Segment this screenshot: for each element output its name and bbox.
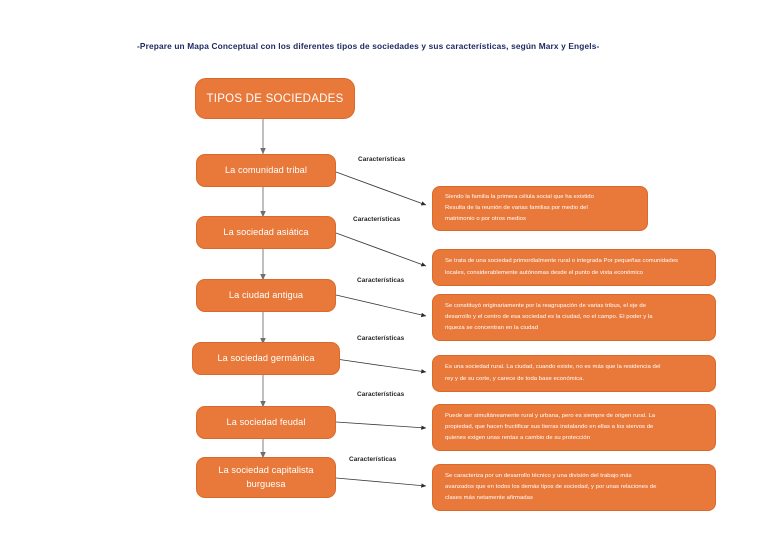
description-line: Puede ser simultáneamente rural y urbana… [445, 412, 656, 419]
node-stage-comunidad-tribal[interactable]: La comunidad tribal [196, 154, 336, 187]
node-description-sociedad-germanica[interactable]: Es una sociedad rural. La ciudad, cuando… [432, 355, 716, 392]
node-description-ciudad-antigua[interactable]: Se constituyó originariamente por la rea… [432, 294, 716, 341]
description-line: Se caracteriza por un desarrollo técnico… [445, 472, 632, 479]
node-description-sociedad-capitalista-burguesa[interactable]: Se caracteriza por un desarrollo técnico… [432, 464, 716, 511]
description-line: desarrollo y el centro de esa sociedad e… [445, 313, 653, 320]
edge-label-caracteristicas-4: Características [357, 335, 405, 342]
description-line: matrimonio o por otros medios [445, 216, 527, 223]
node-stage-sociedad-asiatica[interactable]: La sociedad asiática [196, 216, 336, 249]
description-line: rey y de su corte, y carece de toda base… [445, 375, 585, 382]
description-line: quienes exigen unas rentas a cambio de s… [445, 435, 591, 442]
edge-label-caracteristicas-2: Características [353, 216, 401, 223]
edge-label-caracteristicas-3: Características [357, 277, 405, 284]
node-description-sociedad-asiatica[interactable]: Se trata de una sociedad primordialmente… [432, 249, 716, 286]
description-line: clases más netamente afirmadas [445, 495, 533, 502]
description-line: Se trata de una sociedad primordialmente… [445, 258, 679, 265]
node-stage-sociedad-capitalista-burguesa[interactable]: La sociedad capitalista burguesa [196, 457, 336, 498]
description-line: Es una sociedad rural. La ciudad, cuando… [445, 364, 661, 371]
description-line: locales, considerablemente autónomas des… [445, 269, 644, 276]
node-root-tipos-de-sociedades[interactable]: TIPOS DE SOCIEDADES [195, 78, 355, 119]
node-description-sociedad-feudal[interactable]: Puede ser simultáneamente rural y urbana… [432, 404, 716, 451]
node-stage-sociedad-feudal[interactable]: La sociedad feudal [196, 406, 336, 439]
description-line: riqueza se concentran en la ciudad [445, 325, 539, 332]
edge-label-caracteristicas-6: Características [349, 456, 397, 463]
edge-label-caracteristicas-5: Características [357, 391, 405, 398]
description-line: propiedad, que hacen fructificar sus tie… [445, 423, 654, 430]
description-line: Siendo la familia la primera célula soci… [445, 193, 594, 200]
description-line: Se constituyó originariamente por la rea… [445, 302, 646, 309]
node-description-comunidad-tribal[interactable]: Siendo la familia la primera célula soci… [432, 186, 648, 231]
description-line: Resulta de la reunión de varias familias… [445, 204, 588, 211]
description-line: avanzados que en todos los demás tipos d… [445, 483, 657, 490]
page-title: -Prepare un Mapa Conceptual con los dife… [137, 41, 600, 51]
edge-label-caracteristicas-1: Características [358, 156, 406, 163]
node-stage-ciudad-antigua[interactable]: La ciudad antigua [196, 279, 336, 312]
node-stage-sociedad-germanica[interactable]: La sociedad germánica [192, 342, 340, 375]
